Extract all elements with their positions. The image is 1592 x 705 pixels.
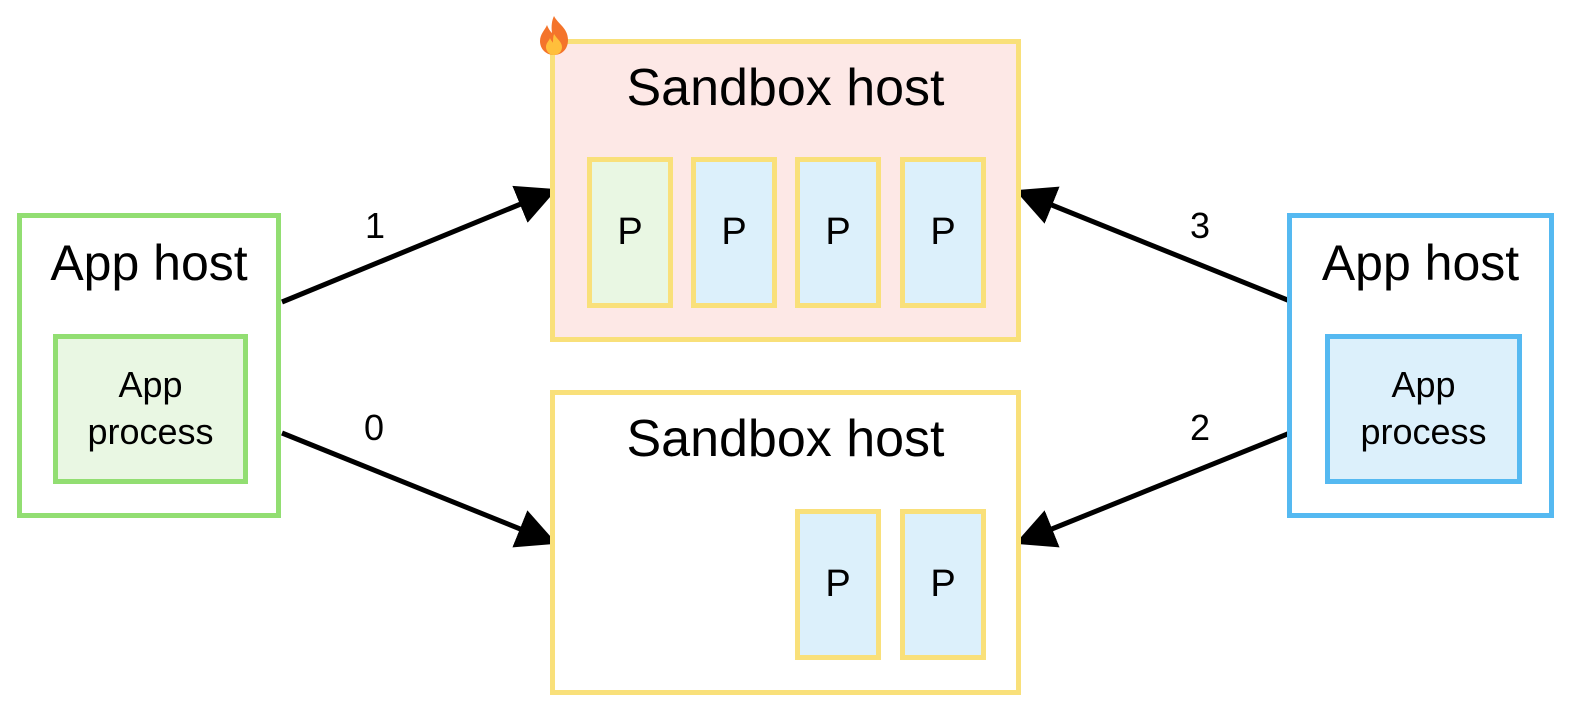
arrow-2: [1015, 430, 1291, 548]
process-slot: P: [691, 157, 777, 308]
arrow-label-1: 1: [365, 205, 386, 246]
sandbox-host-top-title: Sandbox host: [626, 59, 945, 117]
process-slot: P: [587, 157, 673, 308]
right-app-host-title: App host: [1321, 235, 1520, 291]
process-slot: P: [795, 157, 881, 308]
arrow-label-2: 2: [1190, 407, 1211, 448]
arrow-3: [1015, 186, 1291, 304]
left-app-host-title: App host: [50, 235, 248, 291]
right-app-process: App process: [1325, 334, 1522, 484]
process-slot: P: [900, 157, 986, 308]
fire-icon: [540, 16, 568, 55]
left-app-process: App process: [53, 334, 248, 484]
process-slot: P: [795, 509, 881, 660]
arrow-label-0: 0: [364, 407, 385, 448]
sandbox-host-bottom-title: Sandbox host: [626, 410, 945, 468]
arrow-0: [281, 430, 557, 548]
arrow-label-3: 3: [1190, 205, 1211, 246]
sandbox-host-top: Sandbox host P P P P: [550, 39, 1021, 342]
left-app-host: App host App process: [17, 213, 281, 518]
arrow-1: [281, 185, 557, 305]
left-app-process-label: App process: [87, 364, 214, 452]
right-app-process-label: App process: [1360, 364, 1487, 452]
process-slot: P: [900, 509, 986, 660]
right-app-host: App host App process: [1287, 213, 1554, 518]
sandbox-host-bottom: Sandbox host P P: [550, 390, 1021, 695]
